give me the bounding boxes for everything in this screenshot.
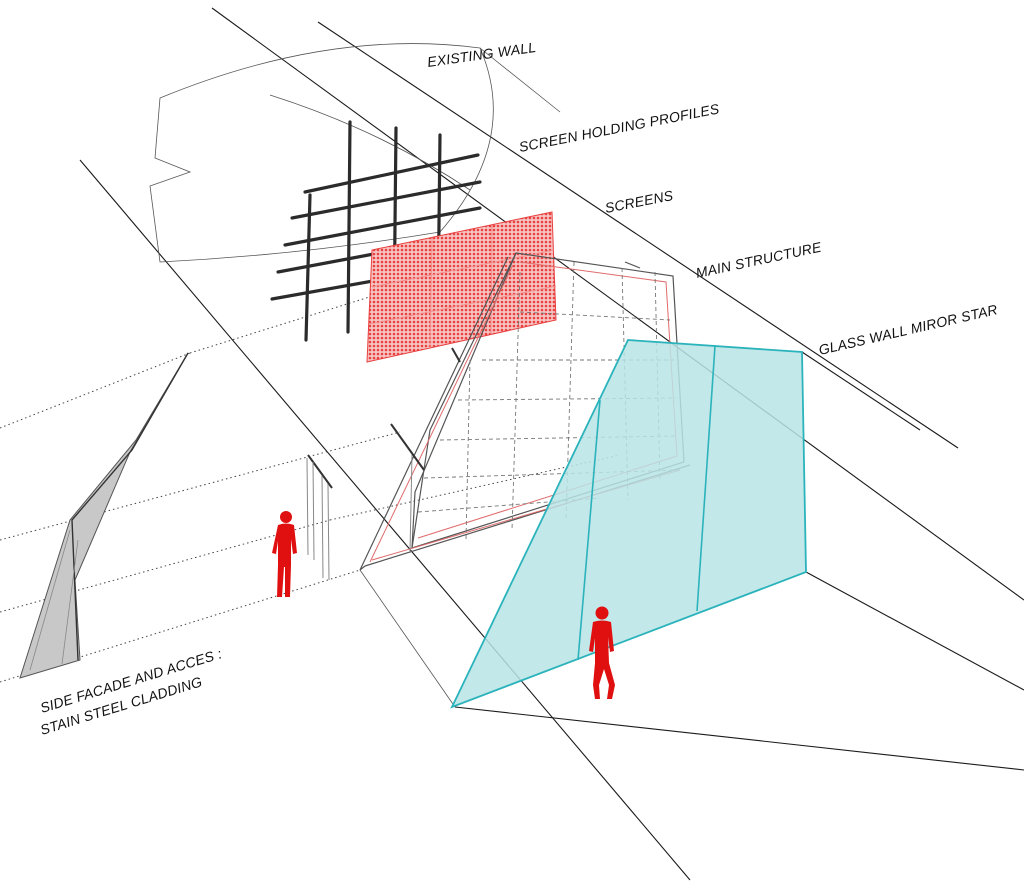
handrail-top-stub (451, 347, 461, 363)
existing-wall-inner-curve (269, 94, 471, 191)
screen-seam-v2 (490, 224, 493, 335)
frame-inner-red-diagonal (369, 264, 514, 563)
screens (366, 211, 557, 363)
rail-post-3 (321, 475, 324, 579)
glass-leader-line (801, 351, 921, 431)
label-screens: SCREENS (604, 187, 675, 216)
access-railings (306, 347, 461, 581)
glass-mullion-1 (696, 345, 716, 612)
ground-line-lower (454, 706, 1024, 771)
cladding-panel (19, 352, 189, 679)
glass-mullion-2 (577, 399, 601, 661)
label-glass-wall: GLASS WALL MIROR STAR (817, 301, 999, 358)
rail-post-5 (409, 454, 413, 553)
existing-wall (149, 43, 561, 263)
ground-line-right (805, 571, 1024, 691)
glass-wall-panel (450, 339, 807, 709)
frame-grid-v4 (511, 271, 521, 531)
human-figure-icon (272, 511, 297, 597)
screen-panel (366, 211, 557, 363)
cladding-fold-2 (61, 539, 79, 665)
existing-wall-leader (479, 47, 561, 113)
screen-seam-h2 (369, 285, 557, 325)
existing-wall-outline (149, 43, 494, 263)
dotted-guide-3 (0, 431, 401, 541)
profile-vertical-1 (304, 193, 312, 342)
handrail-upper (390, 423, 425, 471)
label-screen-holding-profiles: SCREEN HOLDING PROFILES (518, 100, 722, 155)
side-facade-cladding (19, 352, 189, 679)
rail-post-1 (306, 457, 309, 556)
projection-line-1 (211, 7, 1024, 601)
screen-seam-h1 (371, 249, 555, 288)
profile-vertical-2 (346, 120, 352, 334)
frame-grid-v1 (565, 261, 575, 521)
label-existing-wall: EXISTING WALL (426, 39, 537, 70)
label-main-structure: MAIN STRUCTURE (694, 239, 823, 281)
profile-horizontal-2 (290, 180, 482, 220)
rail-post-4 (327, 483, 330, 581)
screen-seam-v1 (429, 237, 433, 349)
cladding-fold-edge (71, 352, 189, 661)
frame-grid-h6 (417, 497, 601, 513)
projection-line-2 (317, 21, 959, 449)
frame-grid-v5 (465, 359, 471, 541)
ground-edge-line (79, 159, 691, 881)
dotted-guide-1 (0, 352, 191, 429)
rail-post-2 (312, 461, 315, 561)
frame-grid-h3 (457, 397, 677, 401)
frame-outer-diagonal (411, 252, 517, 549)
profile-horizontal-1 (303, 153, 480, 194)
glass-wall (450, 339, 807, 709)
handrail-left (307, 454, 333, 489)
base-connector-line (359, 569, 456, 708)
dotted-guide-4 (0, 519, 331, 613)
profile-horizontal-3 (283, 206, 482, 247)
cladding-fold-1 (29, 529, 71, 671)
frame-grid-v2 (621, 267, 629, 501)
frame-top-stub (624, 261, 641, 269)
construction-lines (79, 7, 1024, 881)
